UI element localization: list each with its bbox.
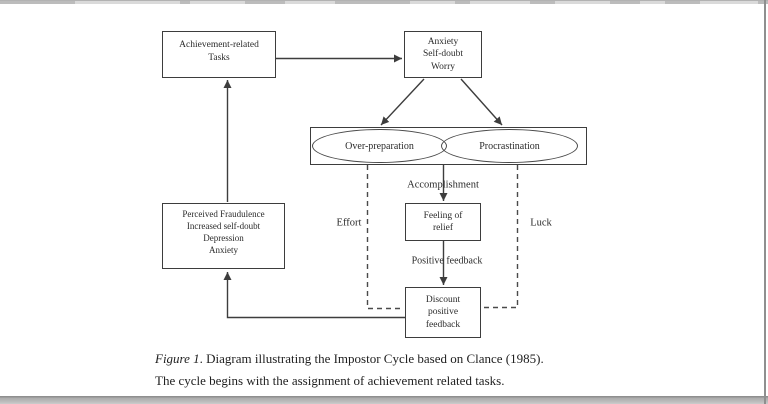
dashed-luck-path: [482, 165, 519, 309]
achievement-tasks-label: Achievement-related Tasks: [179, 39, 259, 63]
over-preparation-label: Over-preparation: [345, 140, 414, 152]
achievement-tasks-box: Achievement-related Tasks: [162, 31, 276, 78]
top-edge-highlight: [640, 1, 665, 4]
top-edge-highlight: [470, 1, 530, 4]
discount-feedback-label: Discount positive feedback: [425, 294, 461, 330]
caption-line1-text: . Diagram illustrating the Impostor Cycl…: [199, 351, 544, 366]
top-edge-highlight: [75, 1, 180, 4]
top-edge-highlight: [285, 1, 335, 4]
procrastination-label: Procrastination: [479, 140, 540, 152]
window-right-border: [764, 0, 766, 404]
anxiety-box: Anxiety Self-doubt Worry: [404, 31, 482, 78]
arrow-discount-to-fraudulence: [223, 272, 406, 319]
arrow-anxiety-to-overpreparation: [380, 78, 425, 126]
caption-line-2: The cycle begins with the assignment of …: [155, 373, 505, 388]
feeling-of-relief-box: Feeling of relief: [405, 203, 481, 241]
over-preparation-ellipse: Over-preparation: [312, 129, 447, 163]
top-edge-highlight: [410, 1, 455, 4]
luck-label: Luck: [530, 217, 552, 229]
figure-caption: Figure 1. Diagram illustrating the Impos…: [155, 348, 645, 392]
dashed-effort-path: [366, 165, 404, 310]
window-top-edge: [0, 0, 768, 4]
perceived-fraudulence-box: Perceived Fraudulence Increased self-dou…: [162, 203, 285, 269]
procrastination-ellipse: Procrastination: [441, 129, 578, 163]
discount-feedback-box: Discount positive feedback: [405, 287, 481, 338]
caption-line-1: Figure 1. Diagram illustrating the Impos…: [155, 348, 645, 370]
top-edge-highlight: [700, 1, 758, 4]
top-edge-highlight: [190, 1, 245, 4]
arrow-anxiety-to-procrastination: [460, 78, 503, 126]
top-edge-highlight: [555, 1, 610, 4]
effort-label: Effort: [336, 217, 362, 229]
accomplishment-label: Accomplishment: [407, 179, 479, 191]
positive-feedback-label: Positive feedback: [411, 255, 483, 267]
anxiety-label: Anxiety Self-doubt Worry: [422, 36, 464, 72]
horizontal-scrollbar[interactable]: [0, 396, 768, 404]
feeling-of-relief-label: Feeling of relief: [423, 210, 463, 234]
perceived-fraudulence-label: Perceived Fraudulence Increased self-dou…: [182, 209, 265, 255]
figure-number: Figure 1: [155, 351, 200, 366]
